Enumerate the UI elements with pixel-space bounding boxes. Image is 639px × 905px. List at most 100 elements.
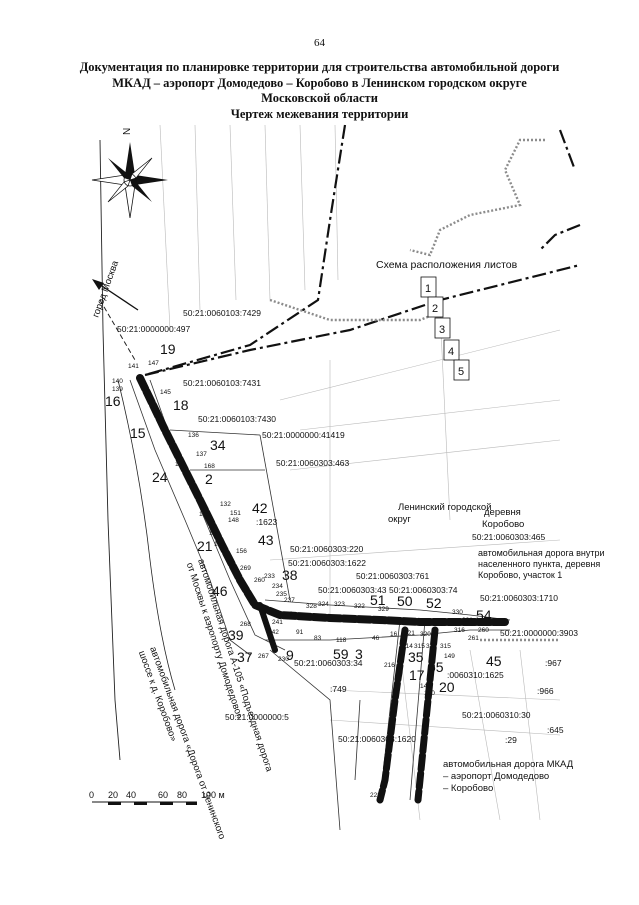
cad-967: :967 [545,658,562,668]
node-label: 149 [444,653,455,660]
node-label: 150 [424,690,435,697]
node-label: 148 [228,517,239,524]
node-label: 323 [334,601,345,608]
node-label: 145 [160,389,171,396]
scale-tick-0: 0 [89,790,94,800]
cad-645: :645 [547,725,564,735]
label-road-local: автомобильная дорога внутри населенного … [478,548,607,580]
sheet-label-5: 5 [458,366,464,378]
plot-20: 20 [439,679,455,695]
cad-3903: 50:21:0000000:3903 [500,628,578,638]
node-label: 331 [462,617,473,624]
cad-1710: 50:21:0060303:1710 [480,593,558,603]
node-label: 241 [272,619,283,626]
cad-41419: 50:21:0000000:41419 [262,430,345,440]
node-label: 137 [196,451,207,458]
cadastral-labels: 50:21:0060103:7429 50:21:0000000:497 50:… [117,308,578,745]
plot-50: 50 [397,593,413,609]
scale-tick-60: 60 [158,790,168,800]
page-number: 64 [314,37,325,49]
node-label: 118 [336,637,347,644]
plot-43: 43 [258,532,274,548]
plot-19: 19 [160,341,176,357]
node-label: 314 [402,643,413,650]
node-label: 139 [112,386,123,393]
scale-tick-80: 80 [177,790,187,800]
title-line-3: Московской области [261,91,378,105]
node-label: 234 [272,583,283,590]
plot-21: 21 [197,538,213,554]
cad-34: 50:21:0060303:34 [294,658,363,668]
node-label: 136 [188,432,199,439]
node-label: 16 [390,631,398,638]
plot-54: 54 [476,607,492,623]
node-label: 269 [240,565,251,572]
plot-55: 55 [428,659,444,675]
plot-51: 51 [370,592,386,608]
plot-39: 39 [228,627,244,643]
cad-497: 50:21:0000000:497 [117,324,191,334]
sheet-label-2: 2 [432,303,438,315]
plot-42: 42 [252,500,268,516]
node-label: 148 [420,683,431,690]
cad-74: 50:21:0060303:74 [389,585,458,595]
cad-7429: 50:21:0060103:7429 [183,308,261,318]
node-label: 315 [440,643,451,650]
node-label: 329 [378,606,389,613]
left-boundaries [99,139,176,761]
node-label: 260 [254,577,265,584]
node-label: 154 [209,530,220,537]
cad-1625: :0060310:1625 [447,670,504,680]
plot-35: 35 [408,649,424,665]
title-line-1: Документация по планировке территории дл… [79,60,560,74]
compass-rose [91,142,168,219]
scale-bar: 0 20 40 60 80 100 м [89,790,225,805]
node-label: 147 [148,360,159,367]
node-label: 328 [306,603,317,610]
sheet-box-5 [453,359,470,381]
node-label: 145 [199,511,210,518]
node-label: 261 [468,635,479,642]
plot-3: 3 [355,646,363,662]
compass-north-label: N [122,128,133,135]
plot-46: 46 [212,583,228,599]
node-label: 216 [384,662,395,669]
node-label: 324 [318,601,329,608]
background-lines [159,124,561,821]
plot-24: 24 [152,469,168,485]
cad-5: 50:21:0000000:5 [225,712,289,722]
node-label: 315 [414,643,425,650]
document-title: Документация по планировке территории дл… [0,60,639,122]
node-label: 223 [370,792,381,799]
cad-749: :749 [330,684,347,694]
sheet-box-2 [427,296,444,318]
node-label: 260 [478,627,489,634]
plot-15: 15 [130,425,146,441]
cad-761: 50:21:0060303:761 [356,571,430,581]
label-road-main: автомобильная дорога МКАД – аэропорт Дом… [443,759,576,794]
plot-59: 59 [333,646,349,662]
node-label: 151 [230,510,241,517]
cad-465: 50:21:0060303:465 [472,532,546,542]
node-label: 46 [372,635,380,642]
node-label: 318 [426,643,437,650]
node-label: 322 [354,603,365,610]
node-label: 168 [204,463,215,470]
sheet-box-4 [443,339,460,361]
node-label: 141 [128,363,139,370]
cad-43: 50:21:0060303:43 [318,585,387,595]
plot-2: 2 [205,471,213,487]
cad-1620: 50:21:0060303:1620 [338,734,416,744]
sheet-label-3: 3 [439,324,445,336]
sheet-scheme: Схема расположения листов 1 2 3 4 5 [376,259,518,381]
title-line-2: МКАД – аэропорт Домодедово – Коробово в … [112,75,527,90]
node-label: 268 [240,621,251,628]
plot-38: 38 [282,567,298,583]
plot-37: 37 [237,649,253,665]
admin-boundary [144,124,581,377]
cad-30: 50:21:0060310:30 [462,710,531,720]
sheet-box-3 [434,317,451,339]
node-label: 91 [296,629,304,636]
